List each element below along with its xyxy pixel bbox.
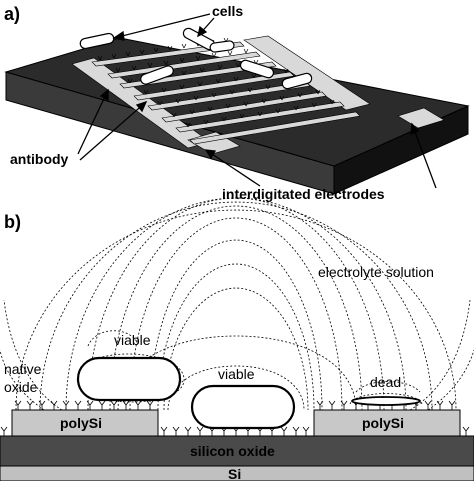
native-oxide-label-line1: native: [4, 361, 42, 377]
cells-label: cells: [212, 3, 243, 19]
electrode-left-pad: [187, 131, 241, 155]
cell: [79, 32, 115, 50]
interdigitated-electrodes-label: interdigitated electrodes: [222, 186, 385, 202]
si-substrate-label: Si: [228, 466, 241, 481]
panel-b: b): [0, 197, 474, 481]
antibody-row: [0, 400, 470, 436]
electrode-finger: [161, 91, 327, 123]
electrolyte-solution-label: electrolyte solution: [318, 264, 434, 280]
silicon-oxide-label: silicon oxide: [190, 443, 275, 459]
electrode-finger: [107, 51, 261, 79]
polysi-right-label: polySi: [362, 415, 404, 431]
antibody-label: antibody: [10, 151, 69, 167]
polysi-electrode-right: [313, 409, 461, 437]
electrode-finger: [175, 101, 345, 133]
viable-cell-left: [76, 356, 182, 402]
cell: [281, 72, 313, 90]
electrode-finger: [119, 61, 277, 89]
dead-cell: [351, 396, 421, 406]
annotation-arrows: [77, 13, 437, 189]
polysi-left-label: polySi: [60, 415, 102, 431]
cell: [140, 65, 174, 85]
dead-cell-membrane: [349, 393, 423, 405]
viable-cell-center: [190, 384, 296, 430]
electrode-finger: [147, 81, 311, 111]
native-oxide-label-line2: oxide: [4, 379, 38, 395]
silicon-oxide-layer: [0, 435, 474, 467]
electrode-finger: [189, 111, 361, 145]
electrode-right-pad: [397, 107, 445, 129]
dead-cell-label: dead: [370, 374, 401, 390]
viable-cell-left-label: viable: [114, 332, 151, 348]
cell: [239, 59, 275, 79]
cells-on-chip: [79, 27, 313, 90]
panel-a: a): [4, 3, 470, 202]
cells-cross-section: [76, 353, 423, 430]
panel-b-letter: b): [4, 212, 21, 232]
cell: [209, 40, 235, 53]
panel-a-letter: a): [4, 4, 20, 24]
viable-cell-center-label: viable: [218, 366, 255, 382]
electric-field-lines: [0, 197, 474, 411]
electrode-finger: [133, 71, 295, 101]
polysi-electrode-left: [11, 409, 159, 437]
